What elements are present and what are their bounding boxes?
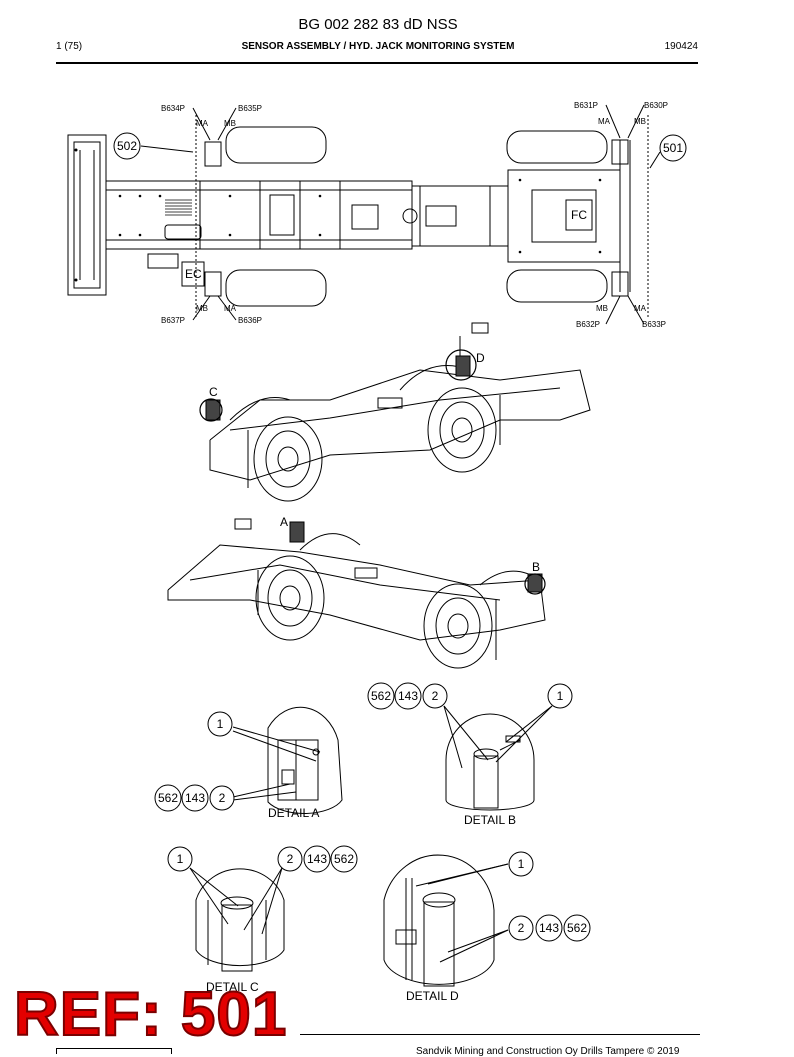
- view-letter-b: B: [532, 560, 540, 574]
- svg-text:143: 143: [539, 921, 559, 935]
- port-label-ma: MA: [224, 304, 237, 313]
- svg-text:143: 143: [185, 791, 205, 805]
- svg-text:1: 1: [217, 717, 224, 731]
- box-label-ec: EC: [185, 267, 202, 281]
- callout-501: 501: [659, 134, 687, 162]
- port-label-mb: MB: [596, 304, 608, 313]
- svg-text:143: 143: [398, 689, 418, 703]
- detail-d-label: DETAIL D: [406, 989, 459, 1003]
- svg-text:501: 501: [663, 141, 683, 155]
- bubble-2-detail-d: 2: [508, 915, 534, 941]
- detail-c-drawing: [189, 867, 285, 972]
- chassis-top-view: [67, 104, 661, 325]
- document-date: 190424: [664, 41, 698, 52]
- sensor-label-b635p: B635P: [238, 104, 262, 113]
- bubble-2-detail-b: 2: [422, 683, 448, 709]
- box-label-fc: FC: [571, 208, 587, 222]
- bubble-562-detail-d: 562: [563, 914, 591, 942]
- bubble-562-detail-c: 562: [330, 845, 358, 873]
- detail-a-label: DETAIL A: [268, 806, 319, 820]
- port-label-ma: MA: [598, 117, 611, 126]
- bubble-143-detail-b: 143: [394, 682, 422, 710]
- sensor-label-b637p: B637P: [161, 316, 185, 325]
- svg-text:562: 562: [371, 689, 391, 703]
- detail-d-drawing: [383, 854, 509, 987]
- bubble-1-detail-d: 1: [508, 851, 534, 877]
- detail-c-label: DETAIL C: [206, 980, 259, 994]
- detail-b-drawing: [443, 705, 553, 811]
- port-label-mb: MB: [224, 119, 236, 128]
- sensor-label-b634p: B634P: [161, 104, 185, 113]
- bubble-562-detail-b: 562: [367, 682, 395, 710]
- view-letter-c: C: [209, 385, 218, 399]
- view-letter-d: D: [476, 351, 485, 365]
- section-title: SENSOR ASSEMBLY / HYD. JACK MONITORING S…: [241, 41, 515, 52]
- company-logo-box: [56, 1048, 172, 1054]
- svg-text:2: 2: [287, 852, 294, 866]
- isometric-view-front: [167, 518, 546, 669]
- header-rule: [56, 62, 698, 64]
- detail-a-drawing: [232, 706, 343, 814]
- bubble-143-detail-a: 143: [181, 784, 209, 812]
- sensor-label-b630p: B630P: [644, 101, 668, 110]
- svg-text:562: 562: [158, 791, 178, 805]
- bubble-2-detail-a: 2: [209, 785, 235, 811]
- sensor-label-b636p: B636P: [238, 316, 262, 325]
- view-letter-a: A: [280, 515, 288, 529]
- svg-text:1: 1: [177, 852, 184, 866]
- ref-stamp: REF: 501: [13, 980, 288, 1049]
- svg-text:2: 2: [518, 921, 525, 935]
- svg-text:143: 143: [307, 852, 327, 866]
- bubble-1-detail-a: 1: [207, 711, 233, 737]
- svg-text:1: 1: [518, 857, 525, 871]
- port-label-ma: MA: [196, 119, 209, 128]
- page-number: 1 (75): [56, 41, 83, 52]
- svg-text:1: 1: [557, 689, 564, 703]
- footer-copyright: Sandvik Mining and Construction Oy Drill…: [416, 1046, 680, 1057]
- callout-502: 502: [113, 132, 141, 160]
- detail-b-label: DETAIL B: [464, 813, 516, 827]
- svg-text:2: 2: [432, 689, 439, 703]
- svg-text:2: 2: [219, 791, 226, 805]
- sensor-label-b632p: B632P: [576, 320, 600, 329]
- bubble-143-detail-c: 143: [303, 845, 331, 873]
- svg-text:502: 502: [117, 139, 137, 153]
- bubble-1-detail-c: 1: [167, 846, 193, 872]
- port-label-mb: MB: [634, 117, 646, 126]
- svg-text:562: 562: [334, 852, 354, 866]
- port-label-mb: MB: [196, 304, 208, 313]
- port-label-ma: MA: [634, 304, 647, 313]
- bubble-2-detail-c: 2: [277, 846, 303, 872]
- isometric-view-rear: [199, 322, 591, 502]
- bubble-562-detail-a: 562: [154, 784, 182, 812]
- footer-rule: [300, 1034, 700, 1035]
- svg-text:562: 562: [567, 921, 587, 935]
- sensor-label-b631p: B631P: [574, 101, 598, 110]
- bubble-143-detail-d: 143: [535, 914, 563, 942]
- sensor-label-b633p: B633P: [642, 320, 666, 329]
- bubble-1-detail-b: 1: [547, 683, 573, 709]
- document-title: BG 002 282 83 dD NSS: [298, 16, 458, 33]
